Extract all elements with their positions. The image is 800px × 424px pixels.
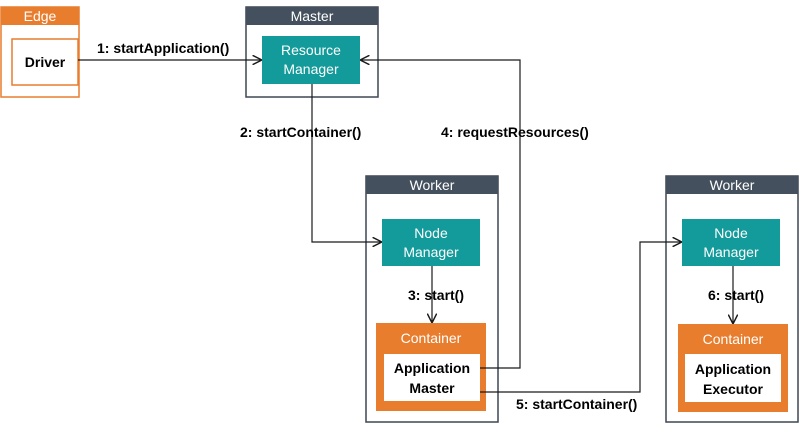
master-node-header (246, 7, 378, 25)
resource-manager-label-line2: Manager (283, 61, 339, 77)
edge-1-label: 1: startApplication() (97, 40, 229, 56)
container-1-title: Container (401, 330, 462, 346)
driver-box (11, 38, 79, 86)
worker-2-header (666, 176, 798, 194)
edge-4-label: 4: requestResources() (441, 124, 589, 140)
node-manager-1-label-line2: Manager (403, 244, 459, 260)
edge-6-label: 6: start() (708, 287, 764, 303)
worker-node-1: Worker Node Manager Container Applicatio… (365, 175, 499, 423)
application-master-label-line2: Master (409, 380, 455, 396)
worker-1-header (366, 176, 498, 194)
master-node-title: Master (291, 8, 334, 24)
resource-manager-label-line1: Resource (281, 42, 341, 58)
edge-node-header (1, 7, 79, 25)
edge-2-arrow (311, 84, 381, 242)
node-manager-1-box (382, 219, 480, 266)
worker-node-2: Worker Node Manager Container Applicatio… (665, 175, 799, 423)
application-master-label-line1: Application (394, 360, 470, 376)
edge-5-label: 5: startContainer() (516, 396, 637, 412)
application-executor-label-line1: Application (695, 361, 771, 377)
node-manager-2-label-line2: Manager (703, 244, 759, 260)
application-master-box (384, 354, 480, 401)
edge-5-arrow (480, 242, 681, 393)
resource-manager-box (262, 36, 360, 84)
worker-1-title: Worker (410, 177, 455, 193)
edge-4-arrow (361, 60, 521, 369)
node-manager-2-box (682, 219, 780, 266)
edge-2-label: 2: startContainer() (240, 124, 361, 140)
master-node: Master Resource Manager (245, 6, 379, 98)
container-2-title: Container (703, 331, 764, 347)
edge-node: Edge Driver (0, 6, 80, 98)
node-manager-1-label-line1: Node (414, 225, 448, 241)
driver-label: Driver (25, 54, 66, 70)
node-manager-2-label-line1: Node (714, 225, 748, 241)
edge-3-label: 3: start() (408, 287, 464, 303)
application-executor-label-line2: Executor (703, 381, 763, 397)
application-executor-box (685, 354, 781, 402)
worker-2-title: Worker (710, 177, 755, 193)
edge-node-title: Edge (24, 8, 57, 24)
